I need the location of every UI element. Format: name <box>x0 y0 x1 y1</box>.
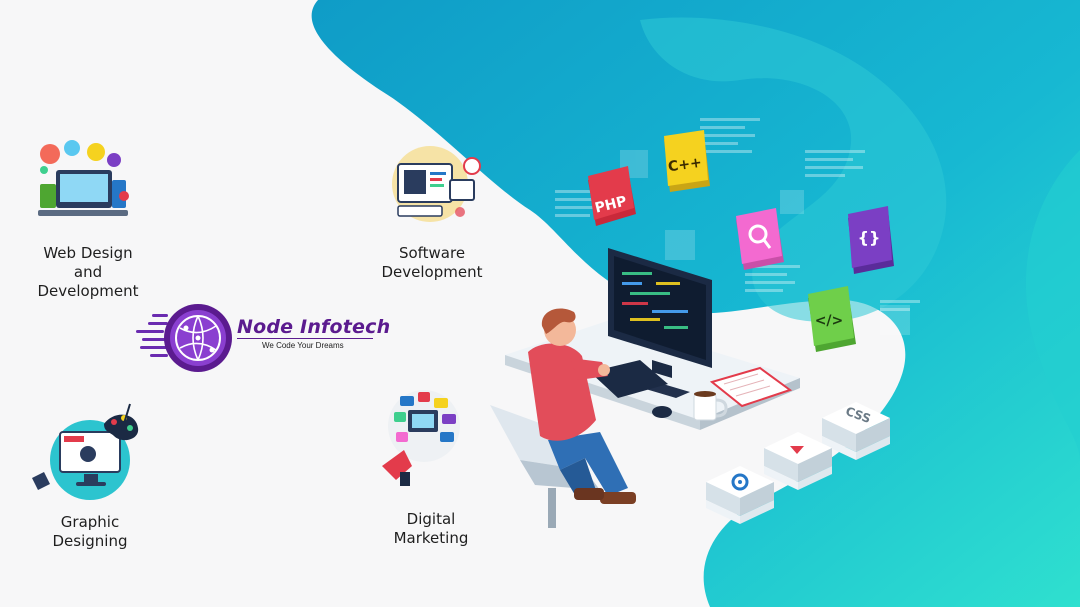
coffee-mug <box>693 391 728 421</box>
play-block <box>764 432 832 490</box>
service-web-design-line1: Web Design <box>43 244 133 262</box>
css-block <box>822 402 890 460</box>
brand-underline <box>237 338 373 339</box>
monitor <box>608 248 712 398</box>
cpp-tile <box>664 130 710 192</box>
tag-tile-label: </> <box>814 313 844 329</box>
brand-name: Node Infotech <box>237 316 391 338</box>
web-design-icon <box>38 140 129 216</box>
gear-block <box>706 466 774 524</box>
service-web-design-label: Web Design and Development <box>22 244 154 301</box>
braces-tile <box>848 206 894 274</box>
node-infotech-logo <box>136 304 232 372</box>
search-tile <box>736 208 784 270</box>
digital-marketing-icon <box>382 390 460 486</box>
service-software-development-label: Software Development <box>381 244 483 281</box>
software-development-icon <box>392 146 481 222</box>
braces-tile-label: {} <box>857 228 881 247</box>
graphic-designing-icon <box>32 403 139 500</box>
php-tile <box>588 166 636 226</box>
tag-tile <box>808 286 856 352</box>
service-digital-marketing-label: Digital Marketing <box>393 510 469 547</box>
developer-figure <box>528 308 636 504</box>
service-graphic-designing-label: Graphic Designing <box>52 513 128 550</box>
brand-tagline: We Code Your Dreams <box>262 341 344 350</box>
service-web-design-line2: and Development <box>37 263 139 300</box>
